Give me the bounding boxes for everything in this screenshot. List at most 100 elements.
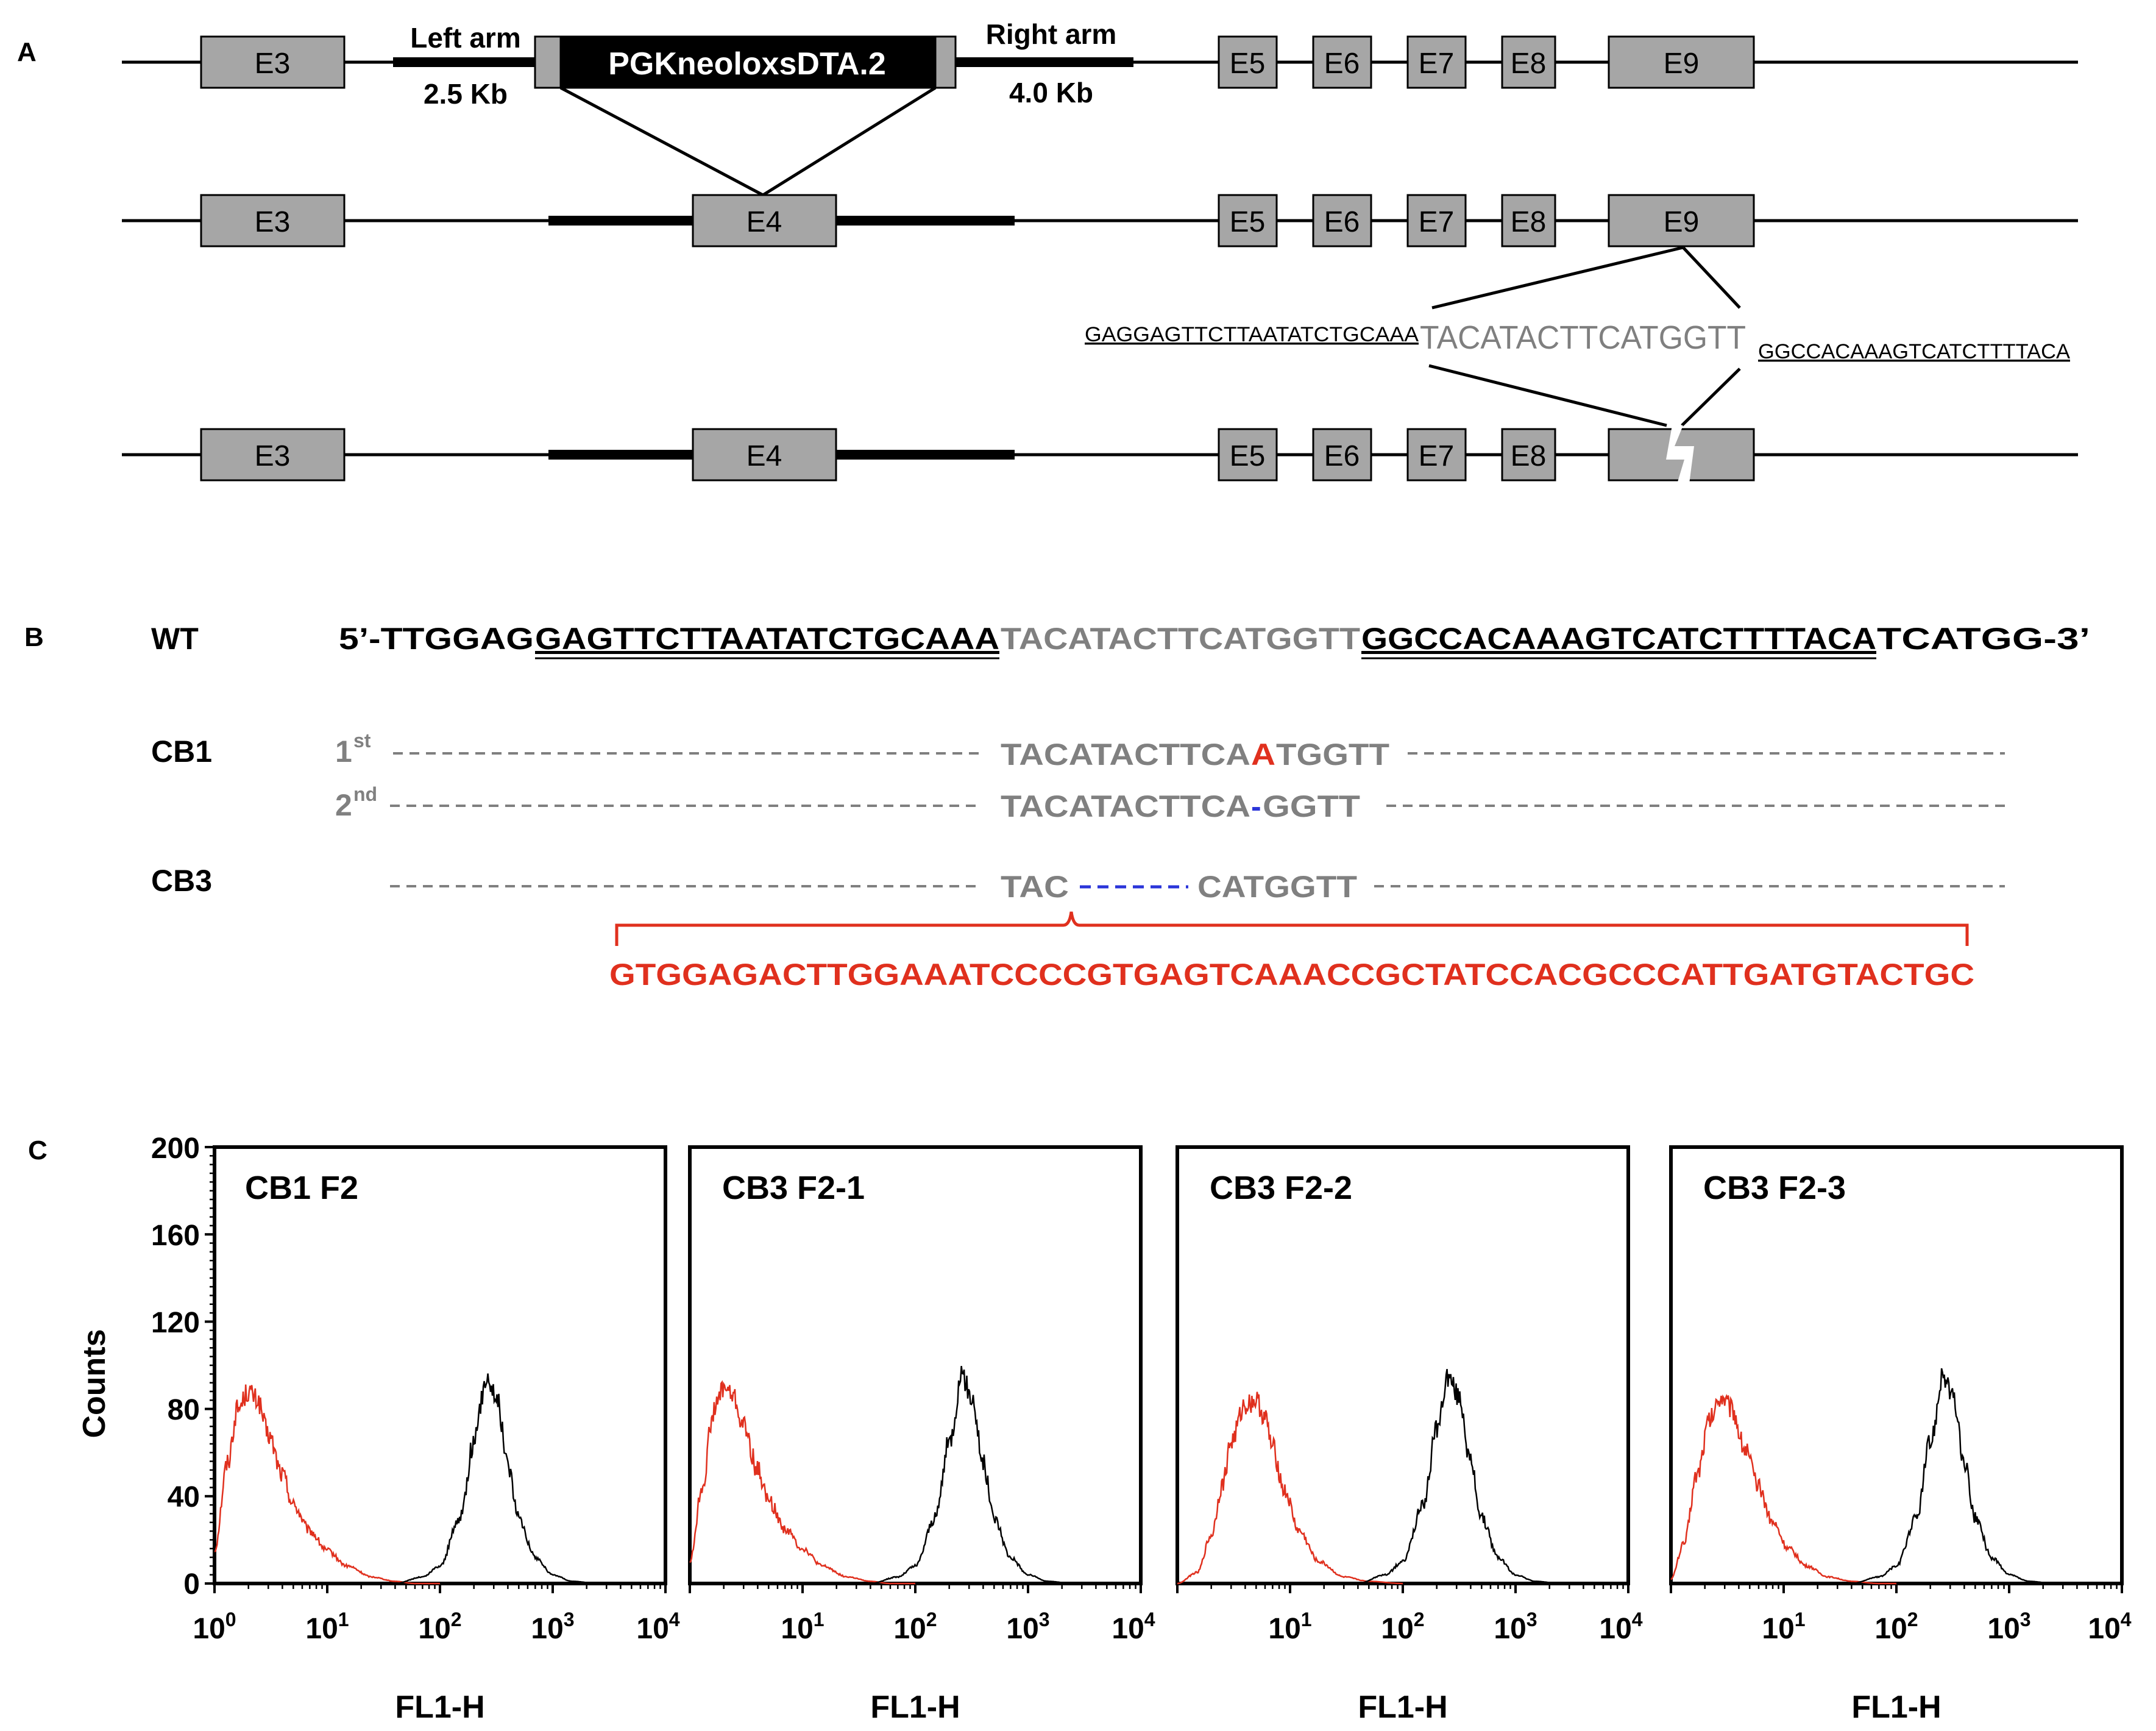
y-tick-160: 160 — [151, 1220, 200, 1252]
cb1-first-b: TGGTT — [1276, 738, 1389, 772]
flow-plot-3: CB3 F2-2 101 102 103 104 FL1-H — [1176, 1145, 1643, 1725]
exon-e7-label: E7 — [1419, 440, 1455, 472]
replacement-line-left — [559, 86, 764, 197]
cut-line-left — [1428, 364, 1667, 427]
cb1-allele-1: 1 st TACATACTTCA A TGGTT — [335, 730, 2005, 772]
exon-e9-label: E9 — [1664, 48, 1700, 80]
exon-e3 — [200, 194, 346, 247]
x-tick-label: 102 — [893, 1608, 937, 1645]
control-histogram — [1177, 1392, 1403, 1585]
cb1-label: CB1 — [151, 734, 212, 769]
cassette-label: PGKneoloxsDTA.2 — [608, 46, 886, 82]
x-tick-label: 104 — [636, 1608, 679, 1645]
exon-e4 — [692, 194, 837, 247]
target-left-seq: GAGGAGTTCTTAATATCTGCAAA — [1085, 323, 1419, 346]
wt-prefix: 5’-TTGGAG — [339, 622, 534, 656]
exon-e8-label: E8 — [1511, 206, 1547, 238]
sample-histogram — [1851, 1368, 2088, 1585]
zoom-line-left — [1431, 246, 1684, 310]
sample-histogram — [870, 1366, 1107, 1585]
control-histogram — [689, 1380, 915, 1585]
flow-plot-2: CB3 F2-1 101 102 103 104 FL1-H — [688, 1145, 1155, 1725]
exon-e3-label: E3 — [255, 48, 291, 80]
cb3-label: CB3 — [151, 864, 212, 898]
x-tick-label: 101 — [781, 1608, 824, 1645]
flow-plot-1: CB1 F2 100 101 102 103 104 FL1-H — [193, 1145, 680, 1725]
panel-b-label: B — [24, 622, 44, 652]
exon-e6-label: E6 — [1324, 440, 1360, 472]
exon-e5 — [1218, 35, 1278, 89]
left-arm-size: 2.5 Kb — [424, 78, 508, 110]
x-axis-label: FL1-H — [870, 1690, 960, 1725]
exon-e3-label: E3 — [255, 206, 291, 238]
y-tick-40: 40 — [168, 1481, 200, 1513]
exon-e9-label: E9 — [1664, 206, 1700, 238]
exon-e7-label: E7 — [1419, 206, 1455, 238]
x-tick-label: 102 — [1381, 1608, 1424, 1645]
y-tick-80: 80 — [168, 1394, 200, 1426]
sample-histogram — [395, 1373, 632, 1585]
wt-site: TACATACTTCATGGTT — [1001, 622, 1360, 656]
plot-title: CB1 F2 — [245, 1170, 358, 1206]
x-axis-label: FL1-H — [1358, 1690, 1447, 1725]
y-axis-ticks: 200 160 120 80 40 0 — [151, 1132, 200, 1601]
exon-e8 — [1501, 428, 1556, 482]
y-tick-200: 200 — [151, 1132, 200, 1165]
cb1-second-b: GGTT — [1263, 789, 1360, 823]
x-tick-label: 104 — [2088, 1608, 2131, 1645]
exon-e8 — [1501, 194, 1556, 247]
exon-e8 — [1501, 35, 1556, 89]
wt-suffix: TCATGG-3’ — [1877, 622, 2090, 656]
replacement-line-right — [762, 86, 937, 197]
exon-e5-label: E5 — [1230, 440, 1266, 472]
exon-e5 — [1218, 194, 1278, 247]
plot-title: CB3 F2-3 — [1703, 1170, 1846, 1206]
y-tick-120: 120 — [151, 1307, 200, 1339]
y-axis-label: Counts — [77, 1329, 112, 1438]
exon-e8-label: E8 — [1511, 48, 1547, 80]
row3-mutant-allele: E3 E4 E5 E6 E7 E8 — [122, 425, 2078, 484]
cb1-first-ins: A — [1251, 738, 1275, 772]
x-tick-label: 104 — [1112, 1608, 1155, 1645]
exon-e5 — [1218, 428, 1278, 482]
exon-e6 — [1312, 35, 1372, 89]
cut-line-right — [1681, 368, 1741, 427]
plot-title: CB3 F2-2 — [1210, 1170, 1352, 1206]
exon-e6 — [1312, 428, 1372, 482]
panel-c-label: C — [28, 1136, 48, 1165]
control-histogram — [1670, 1393, 1896, 1585]
target-site: TACATACTTCATGGTT — [1420, 319, 1746, 356]
row2-targeted-allele: E3 E4 E5 E6 E7 E8 E9 — [122, 194, 2078, 247]
cb1-second-sup: nd — [353, 783, 377, 805]
exon-e4-label: E4 — [746, 206, 782, 238]
x-axis-label: FL1-H — [1851, 1690, 1941, 1725]
exon-e7 — [1406, 428, 1467, 482]
right-arm-label: Right arm — [986, 18, 1117, 50]
y-tick-0: 0 — [183, 1568, 200, 1601]
x-tick-label: 103 — [1006, 1608, 1049, 1645]
exon-e4-label: E4 — [746, 440, 782, 472]
exon-e7-label: E7 — [1419, 48, 1455, 80]
exon-e9 — [1608, 194, 1755, 247]
x-tick-label: 100 — [193, 1608, 236, 1645]
control-histogram — [215, 1384, 440, 1585]
plot-title: CB3 F2-1 — [722, 1170, 865, 1206]
wt-left: GAGTTCTTAATATCTGCAAA — [535, 622, 999, 656]
exon-e3-label: E3 — [255, 440, 291, 472]
break-mark — [1666, 425, 1694, 484]
cb3-insert: GTGGAGACTTGGAAATCCCCGTGAGTCAAACCGCTATCCA… — [609, 958, 1974, 992]
cb3-left: TAC — [1001, 870, 1069, 904]
cb1-first-sup: st — [353, 730, 371, 752]
exon-e7 — [1406, 35, 1467, 89]
exon-e6 — [1312, 194, 1372, 247]
panel-a-label: A — [17, 37, 37, 67]
x-axis-label: FL1-H — [395, 1690, 484, 1725]
x-tick-label: 101 — [305, 1608, 349, 1645]
exon-e5-label: E5 — [1230, 206, 1266, 238]
cb1-second-a: TACATACTTCA — [1001, 789, 1250, 823]
x-tick-label: 103 — [1494, 1608, 1537, 1645]
x-tick-label: 101 — [1268, 1608, 1311, 1645]
cb1-second-del: - — [1251, 789, 1261, 823]
exon-e6-label: E6 — [1324, 206, 1360, 238]
